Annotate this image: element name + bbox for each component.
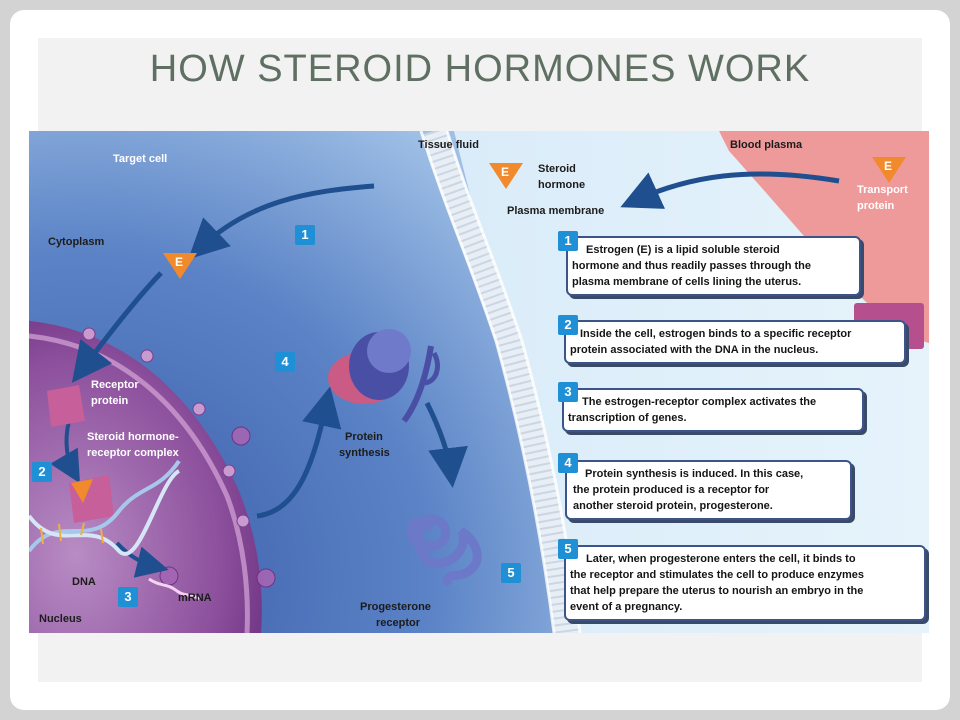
complex-label-1: Steroid hormone- xyxy=(87,431,179,443)
steroid-hormone-label-2: hormone xyxy=(538,179,586,191)
explanation-4-line-2: the protein produced is a receptor for xyxy=(573,484,770,496)
explanation-badge-1: 1 xyxy=(558,231,578,251)
progesterone-receptor-shape xyxy=(406,514,482,586)
receptor-protein-label-2: protein xyxy=(91,395,129,407)
dna-helix xyxy=(29,459,181,556)
nucleus-region xyxy=(29,321,262,633)
nucleus-label: Nucleus xyxy=(39,613,82,625)
explanation-5-line-4: event of a pregnancy. xyxy=(570,601,683,613)
estrogen-icon-cytoplasm: E xyxy=(163,253,197,279)
mrna-strand xyxy=(148,577,200,601)
explanation-box-1: Estrogen (E) is a lipid soluble steroid … xyxy=(566,236,861,296)
explanation-box-3: The estrogen-receptor complex activates … xyxy=(562,388,864,432)
arrow-to-protein-synthesis xyxy=(256,386,342,519)
explanation-badge-3: 3 xyxy=(558,382,578,402)
explanation-3-line-2: transcription of genes. xyxy=(568,412,687,424)
explanation-box-5: Later, when progesterone enters the cell… xyxy=(564,545,926,621)
blood-plasma-label: Blood plasma xyxy=(730,139,803,151)
cytoplasm-label: Cytoplasm xyxy=(48,236,105,248)
transport-protein-label-1: Transport xyxy=(857,184,908,196)
receptor-protein-shape xyxy=(47,385,85,427)
explanation-badge-2: 2 xyxy=(558,315,578,335)
progesterone-receptor-label-2: receptor xyxy=(376,617,421,629)
explanation-box-2: Inside the cell, estrogen binds to a spe… xyxy=(564,320,906,364)
step-badge-2: 2 xyxy=(32,462,52,482)
dna-label: DNA xyxy=(72,576,96,588)
protein-synthesis-blob xyxy=(328,329,440,423)
explanation-4-line-3: another steroid protein, progesterone. xyxy=(573,500,773,512)
step-badge-1: 1 xyxy=(295,225,315,245)
explanation-5-line-3: that help prepare the uterus to nourish … xyxy=(570,585,864,597)
receptor-protein-label-1: Receptor xyxy=(91,379,139,391)
step-badge-4: 4 xyxy=(275,352,295,372)
diagram-figure: Tissue fluid Blood plasma Target cell St… xyxy=(29,131,929,633)
explanation-2-line-1: Inside the cell, estrogen binds to a spe… xyxy=(580,328,852,340)
explanation-3-line-1: The estrogen-receptor complex activates … xyxy=(582,396,817,408)
step-badge-5: 5 xyxy=(501,563,521,583)
explanation-1-line-3: plasma membrane of cells lining the uter… xyxy=(572,276,802,288)
progesterone-receptor-label-1: Progesterone xyxy=(360,601,431,613)
explanation-5-line-1: Later, when progesterone enters the cell… xyxy=(586,553,856,565)
explanation-1-line-1: Estrogen (E) is a lipid soluble steroid xyxy=(586,244,780,256)
steroid-hormone-label-1: Steroid xyxy=(538,163,576,175)
arrow-to-mrna xyxy=(115,541,169,578)
plasma-membrane-label: Plasma membrane xyxy=(507,205,605,217)
explanation-5-line-2: the receptor and stimulates the cell to … xyxy=(570,569,865,581)
tissue-fluid-label: Tissue fluid xyxy=(418,139,479,151)
step-badge-3: 3 xyxy=(118,587,138,607)
estrogen-icon-blood: E xyxy=(872,157,906,183)
protein-synthesis-label-1: Protein xyxy=(345,431,383,443)
estrogen-icon-tissue: E xyxy=(489,163,523,189)
arrow-to-progesterone-receptor xyxy=(424,401,468,488)
transport-protein-label-2: protein xyxy=(857,200,895,212)
explanation-1-line-2: hormone and thus readily passes through … xyxy=(572,260,811,272)
protein-synthesis-label-2: synthesis xyxy=(339,447,390,459)
explanation-badge-4: 4 xyxy=(558,453,578,473)
arrow-entry xyxy=(188,183,375,260)
mrna-label: mRNA xyxy=(178,592,212,604)
arrow-from-blood xyxy=(620,171,840,209)
explanation-4-line-1: Protein synthesis is induced. In this ca… xyxy=(585,468,804,480)
slide-title: HOW STEROID HORMONES WORK xyxy=(149,48,811,90)
arrow-to-complex xyxy=(50,420,81,484)
explanation-box-4: Protein synthesis is induced. In this ca… xyxy=(565,460,852,520)
complex-label-2: receptor complex xyxy=(87,447,179,459)
explanation-badge-5: 5 xyxy=(558,539,578,559)
explanation-2-line-2: protein associated with the DNA in the n… xyxy=(570,344,819,356)
arrow-to-receptor xyxy=(71,271,163,383)
target-cell-label: Target cell xyxy=(113,153,168,165)
